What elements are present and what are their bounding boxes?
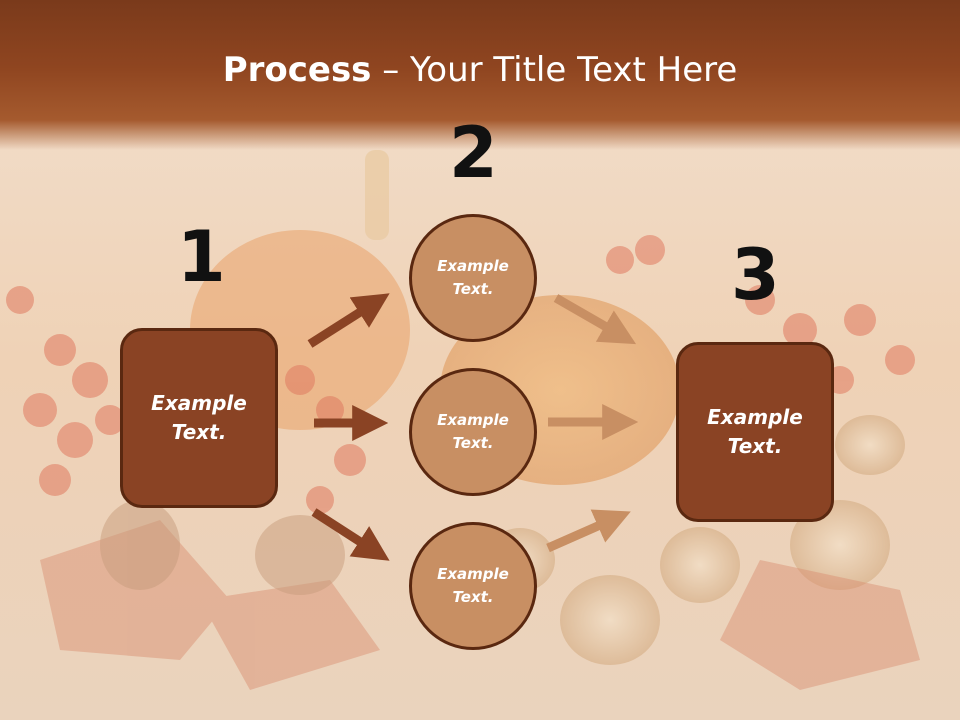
circle-middle-line2: Text.: [452, 434, 494, 452]
title-bold-part: Process: [222, 50, 372, 90]
step-box-3-line2: Text.: [727, 434, 783, 458]
step-box-3-line1: Example: [707, 405, 803, 429]
step-number-2: 2: [449, 112, 498, 194]
arrow-1-to-top-circle: [307, 293, 390, 348]
step-number-3: 3: [731, 234, 780, 316]
slide-title: Process – Your Title Text Here: [0, 50, 960, 90]
title-band: [0, 0, 960, 150]
step-circle-bottom: Example Text.: [409, 522, 537, 650]
step-box-3: Example Text.: [676, 342, 834, 522]
arrow-top-circle-to-3: [553, 294, 637, 345]
circle-top-line2: Text.: [452, 280, 494, 298]
step-number-1: 1: [177, 216, 226, 298]
step-circle-top: Example Text.: [409, 214, 537, 342]
step-circle-middle: Example Text.: [409, 368, 537, 496]
step-box-1: Example Text.: [120, 328, 278, 508]
arrow-1-to-bottom-circle: [311, 508, 390, 561]
circle-top-line1: Example: [437, 257, 509, 275]
title-rest: – Your Title Text Here: [371, 50, 738, 90]
circle-bottom-line1: Example: [437, 565, 509, 583]
circle-bottom-line2: Text.: [452, 588, 494, 606]
arrow-bottom-circle-to-3: [546, 509, 631, 553]
step-box-1-line1: Example: [151, 391, 247, 415]
circle-middle-line1: Example: [437, 411, 509, 429]
step-box-1-line2: Text.: [171, 420, 227, 444]
